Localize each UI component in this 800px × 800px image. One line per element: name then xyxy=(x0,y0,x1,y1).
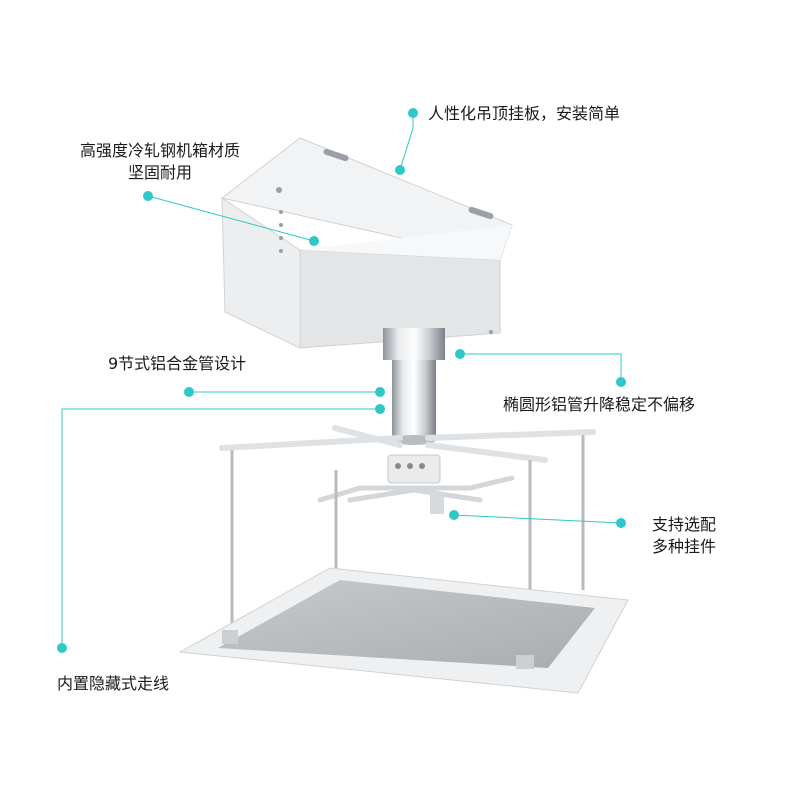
callout-dots xyxy=(57,108,626,653)
mounting-slot xyxy=(323,148,349,162)
callout-oval-tube: 椭圆形铝管升降稳定不偏移 xyxy=(503,395,696,414)
callout-steel-box: 高强度冷轧钢机箱材质 坚固耐用 xyxy=(55,140,265,184)
aluminum-tube xyxy=(383,328,445,445)
callout-ceiling-plate: 人性化吊顶挂板，安装简单 xyxy=(428,104,621,123)
callout-mounts-line1: 支持选配 xyxy=(652,515,717,534)
cross-bracket xyxy=(219,425,596,463)
callout-mounts-line2: 多种挂件 xyxy=(652,537,717,556)
callout-alu-tube: 9节式铝合金管设计 xyxy=(108,354,247,373)
mounting-slot xyxy=(468,206,494,220)
callout-steel-box-line1: 高强度冷轧钢机箱材质 xyxy=(79,141,240,160)
callout-mounts: 支持选配 多种挂件 xyxy=(652,514,716,558)
callout-hidden-wiring: 内置隐藏式走线 xyxy=(57,674,170,693)
lift-motor-box xyxy=(220,137,513,349)
callout-leaders xyxy=(61,113,622,648)
projector-mount xyxy=(317,454,515,514)
callout-steel-box-line2: 坚固耐用 xyxy=(127,163,192,182)
ceiling-cover-panel xyxy=(178,567,629,694)
